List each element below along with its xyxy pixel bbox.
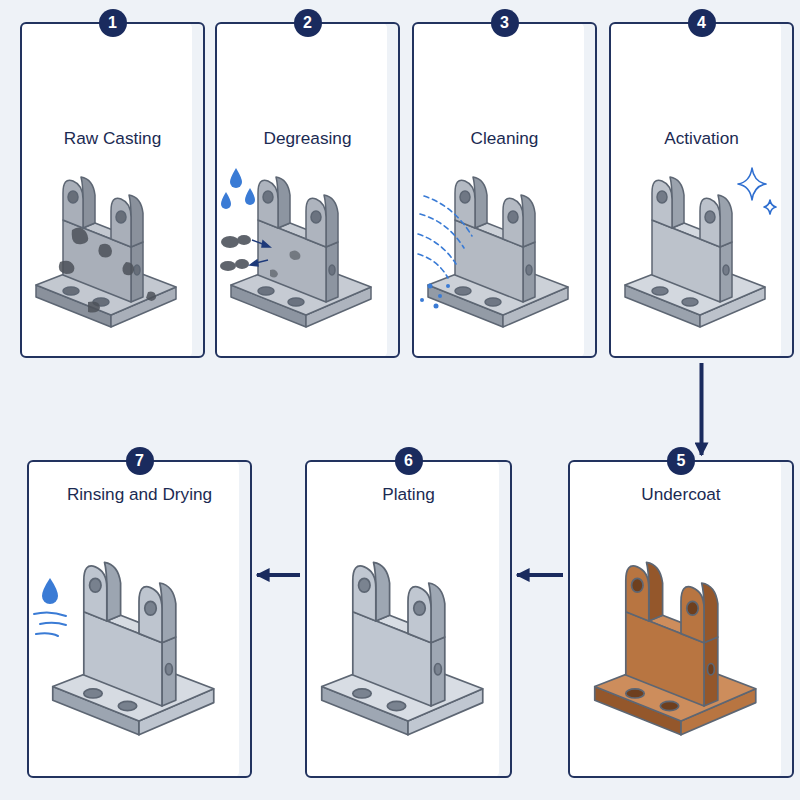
step-badge: 7 — [126, 447, 154, 475]
step-title: Rinsing and Drying — [29, 484, 250, 505]
copper-bracket — [595, 562, 756, 735]
step-badge: 3 — [491, 9, 519, 37]
step-number: 6 — [404, 453, 413, 469]
activated-bracket — [625, 168, 776, 327]
dried-bracket — [34, 562, 214, 735]
step-number: 3 — [500, 15, 509, 31]
step-title: Undercoat — [570, 484, 792, 505]
step-panel: Rinsing and Drying7 — [27, 460, 252, 778]
step-panel: Activation4 — [609, 22, 794, 358]
raw-bracket — [36, 177, 176, 327]
step-badge: 5 — [667, 447, 695, 475]
step-badge: 4 — [688, 9, 716, 37]
step-title: Plating — [307, 484, 510, 505]
step-panel: Plating6 — [305, 460, 512, 778]
step-title: Raw Casting — [22, 128, 203, 149]
flow-arrow — [700, 363, 704, 455]
step-badge: 6 — [395, 447, 423, 475]
cleaning-bracket — [418, 177, 568, 327]
step-badge: 1 — [99, 9, 127, 37]
plated-bracket — [322, 562, 483, 735]
step-title: Activation — [611, 128, 792, 149]
step-panel: Raw Casting1 — [20, 22, 205, 358]
step-number: 5 — [677, 453, 686, 469]
step-number: 4 — [697, 15, 706, 31]
degreasing-bracket — [220, 168, 371, 327]
step-number: 1 — [108, 15, 117, 31]
step-panel: Degreasing2 — [215, 22, 400, 358]
flow-arrow — [517, 573, 563, 577]
step-title: Degreasing — [217, 128, 398, 149]
step-badge: 2 — [294, 9, 322, 37]
step-number: 2 — [303, 15, 312, 31]
step-title: Cleaning — [414, 128, 595, 149]
step-number: 7 — [135, 453, 144, 469]
step-panel: Cleaning3 — [412, 22, 597, 358]
flow-arrow — [257, 573, 300, 577]
step-panel: Undercoat5 — [568, 460, 794, 778]
